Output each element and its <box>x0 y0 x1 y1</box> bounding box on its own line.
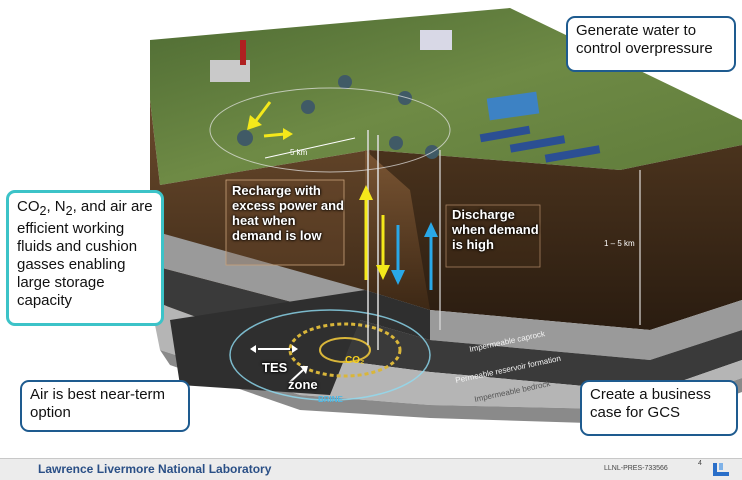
document-code: LLNL-PRES-733566 <box>604 465 668 472</box>
discharge-text-box <box>445 204 541 268</box>
tes-arrows <box>250 345 308 383</box>
solar-panels <box>479 125 601 163</box>
tes-outer-ring <box>229 309 431 401</box>
discharge-label: Discharge when demand is high <box>452 207 539 252</box>
power-plant <box>210 60 250 82</box>
distance-label: 5 km <box>290 148 308 157</box>
working-fluids-callout: CO2, N2, and air are efficient working f… <box>6 190 164 326</box>
generate-water-callout: Generate water to control overpressure <box>566 16 736 72</box>
brine-label: BRINE <box>318 395 344 404</box>
air-callout: Air is best near-term option <box>20 380 190 432</box>
caprock-layer <box>150 230 742 360</box>
footer: Lawrence Livermore National Laboratory L… <box>0 458 742 480</box>
gases-sub-1: 2 <box>39 204 47 218</box>
front-right-face <box>365 145 742 330</box>
gases-text-3: , and air are efficient working fluids a… <box>17 198 153 309</box>
llnl-logo-icon <box>713 463 729 476</box>
recharge-label: Recharge with excess power and heat when… <box>232 183 344 243</box>
business-case-callout: Create a business case for GCS <box>580 380 738 436</box>
recharge-text-box <box>225 179 345 266</box>
tes-inner-ring <box>288 322 402 378</box>
tes-label: TES <box>262 360 288 375</box>
recharge-arrows <box>247 101 390 280</box>
organization-name: Lawrence Livermore National Laboratory <box>38 462 272 476</box>
gases-text-1: CO <box>17 198 40 215</box>
zone-label: zone <box>288 377 318 392</box>
depth-label: 1 – 5 km <box>604 239 635 248</box>
water-pond <box>486 91 540 121</box>
gases-sub-2: 2 <box>65 204 73 218</box>
reservoir-layer <box>150 265 742 392</box>
discharge-arrows <box>391 222 438 290</box>
gases-text-2: , N <box>46 198 66 215</box>
page-number: 4 <box>698 460 702 467</box>
co2-label: CO₂ <box>345 355 364 366</box>
